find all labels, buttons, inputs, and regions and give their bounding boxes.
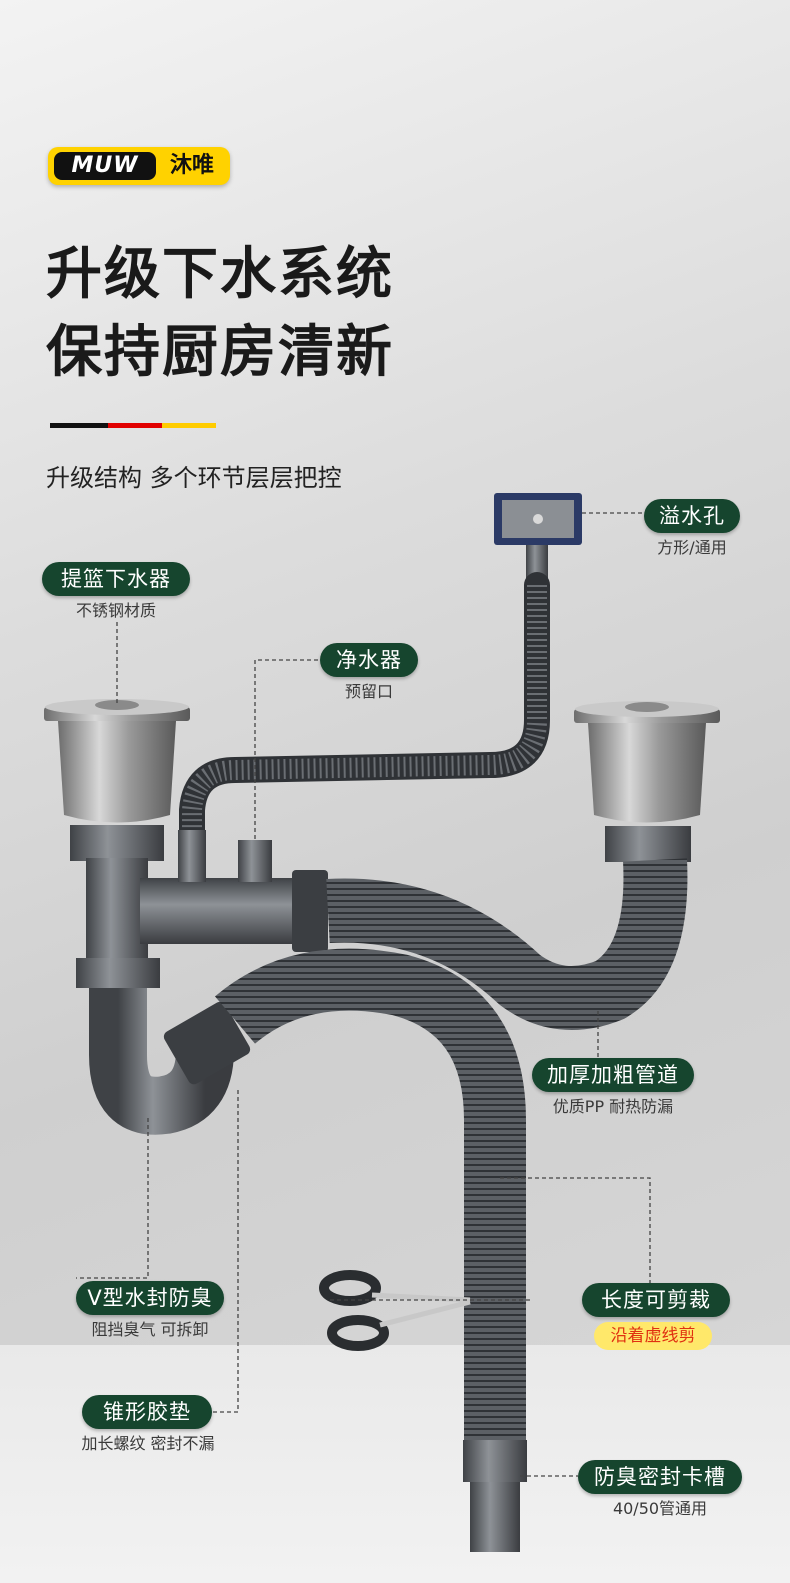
scissors-icon	[319, 1270, 471, 1351]
leader-lines	[76, 512, 651, 1477]
sub-v-seal: 阻挡臭气 可拆卸	[91, 1320, 209, 1339]
overflow-hose	[179, 572, 550, 843]
flag-stripe-yellow	[162, 423, 216, 428]
tag-overflow: 溢水孔	[644, 499, 740, 533]
right-basket-strainer	[574, 701, 720, 862]
flag-stripe-red	[108, 423, 162, 428]
right-corrugated-hose	[326, 858, 688, 1030]
sub-odor-groove: 40/50管通用	[612, 1499, 708, 1518]
brand-logo: MUW 沐唯	[48, 147, 230, 185]
headline-line1: 升级下水系统	[46, 242, 394, 307]
left-basket-strainer	[44, 699, 190, 861]
logo-en: MUW	[54, 152, 156, 180]
sub-overflow: 方形/通用	[657, 538, 727, 557]
tag-length: 长度可剪裁	[582, 1283, 730, 1317]
sub-purifier: 预留口	[344, 682, 393, 701]
tag-gasket: 锥形胶垫	[82, 1395, 212, 1429]
tag-odor-groove: 防臭密封卡槽	[578, 1460, 742, 1494]
flag-stripe-black	[50, 423, 108, 428]
main-tee	[76, 830, 328, 988]
headline-line2: 保持厨房清新	[46, 320, 394, 385]
subtitle: 升级结构 多个环节层层把控	[46, 464, 342, 492]
overflow-box	[494, 493, 582, 585]
tag-thick-pipe: 加厚加粗管道	[532, 1058, 694, 1092]
sub-thick-pipe: 优质PP 耐热防漏	[552, 1097, 674, 1116]
sub-basket: 不锈钢材质	[75, 601, 156, 620]
logo-cn: 沐唯	[169, 153, 214, 178]
cut-note: 沿着虚线剪	[594, 1322, 712, 1350]
sub-gasket: 加长螺纹 密封不漏	[81, 1434, 215, 1453]
long-corrugated-hose	[214, 948, 526, 1440]
tag-basket: 提篮下水器	[42, 562, 190, 596]
tag-v-seal: V型水封防臭	[76, 1281, 224, 1315]
tag-purifier: 净水器	[320, 643, 418, 677]
